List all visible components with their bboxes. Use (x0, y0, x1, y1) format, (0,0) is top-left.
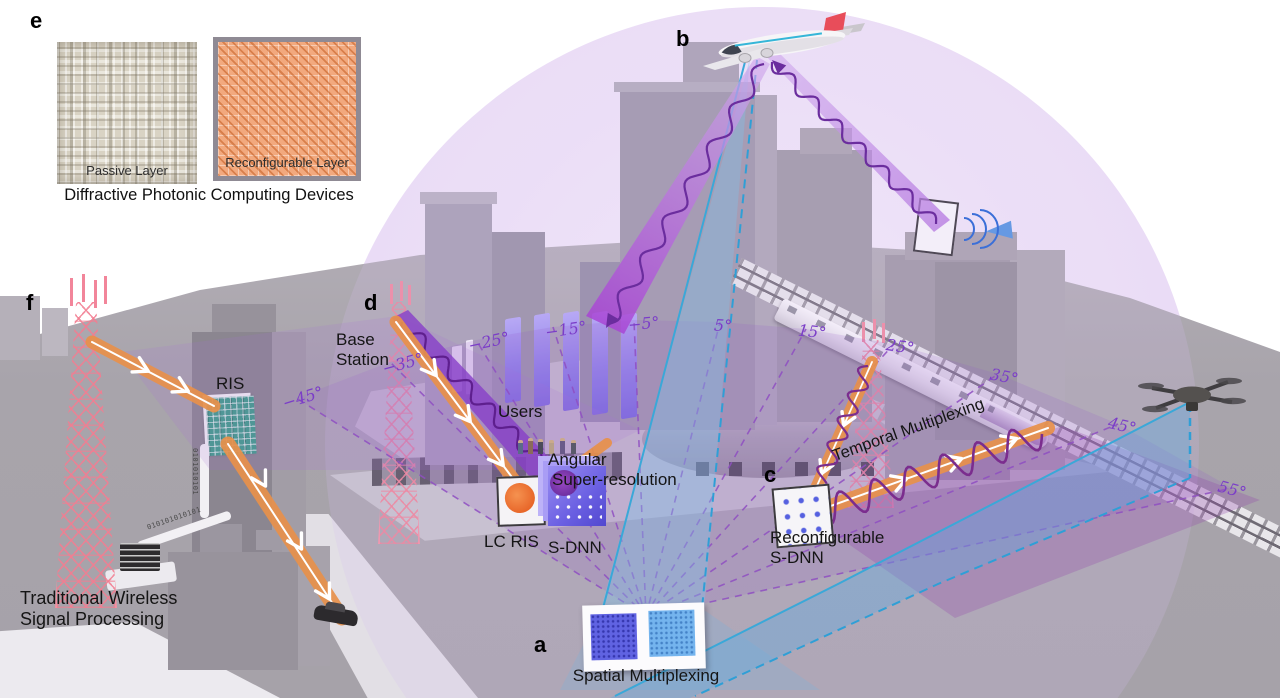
building (425, 200, 492, 465)
angle-fan-lines (295, 319, 1233, 617)
passive-layer-label: Passive Layer (86, 163, 168, 178)
base-station-line1: Base (336, 330, 375, 349)
reconfigurable-layer-label: Reconfigurable Layer (225, 155, 349, 170)
angle-tick: 25° (884, 335, 916, 358)
panel-label-f: f (26, 290, 34, 315)
building-trad-front (168, 552, 298, 670)
airplane (703, 12, 865, 70)
server-rack (120, 543, 160, 571)
panel-label-c: c (764, 462, 777, 487)
antenna-mast (70, 278, 73, 306)
signal-arcs (963, 209, 999, 249)
angle-tick: −5° (627, 312, 661, 335)
ris-label: RIS (216, 374, 245, 393)
angular-line1: Angular (548, 450, 607, 469)
building-side (755, 95, 777, 425)
plane-to-panel-beam (764, 48, 950, 232)
panel-label-b: b (676, 26, 690, 51)
lc-ris-label: LC RIS (484, 532, 539, 551)
multiplex-pattern-purple (590, 613, 638, 661)
lc-ris-device (496, 475, 546, 527)
multiplex-pattern-blue (648, 609, 696, 657)
panel-label-d: d (364, 290, 378, 315)
binary-stream-vertical: 0101010101 (191, 448, 199, 496)
users-label: Users (498, 402, 543, 421)
reconfigurable-layer-image: Reconfigurable Layer (213, 37, 361, 181)
drone (1138, 377, 1246, 413)
angle-tick: 15° (797, 320, 828, 343)
building-roof (614, 82, 760, 92)
base-station-line2: Station (336, 350, 389, 370)
angular-line2: Super-resolution (552, 470, 677, 490)
reconf-line2: S-DNN (770, 548, 824, 568)
beam-waves (806, 364, 1044, 526)
antenna-mast (390, 284, 393, 304)
angle-tick: 5° (713, 315, 733, 336)
panel-label-e: e (30, 8, 43, 33)
antenna-mast (862, 322, 865, 342)
building-trad-roofbox (200, 524, 242, 552)
s-dnn-label: S-DNN (548, 538, 602, 557)
building-trad-roofbox (256, 530, 282, 550)
beam-chevrons (130, 355, 1019, 601)
beam-spot (550, 470, 578, 496)
plane-to-fins-beam (586, 56, 770, 334)
spatial-multiplexing-panel (582, 602, 706, 672)
reconf-line1: Reconfigurable (770, 528, 885, 547)
traditional-line1: Traditional Wireless (20, 588, 178, 608)
passive-layer-image: Passive Layer (57, 42, 197, 184)
distant-building (0, 296, 40, 360)
inset-caption: Diffractive Photonic Computing Devices (64, 186, 354, 204)
building-roof (420, 192, 497, 204)
distant-building (42, 308, 68, 356)
s-dnn-device (548, 466, 606, 526)
angular-super-resolution-label: Angular Super-resolution (548, 450, 677, 490)
s-dnn-neurons (552, 492, 602, 522)
spatial-multiplexing-label: Spatial Multiplexing (572, 666, 720, 685)
signal-pipe (200, 444, 209, 518)
panel-label-a: a (534, 632, 547, 657)
users-group (516, 424, 580, 454)
traditional-line2: Signal Processing (20, 609, 165, 630)
building-f-penthouse (212, 304, 276, 336)
